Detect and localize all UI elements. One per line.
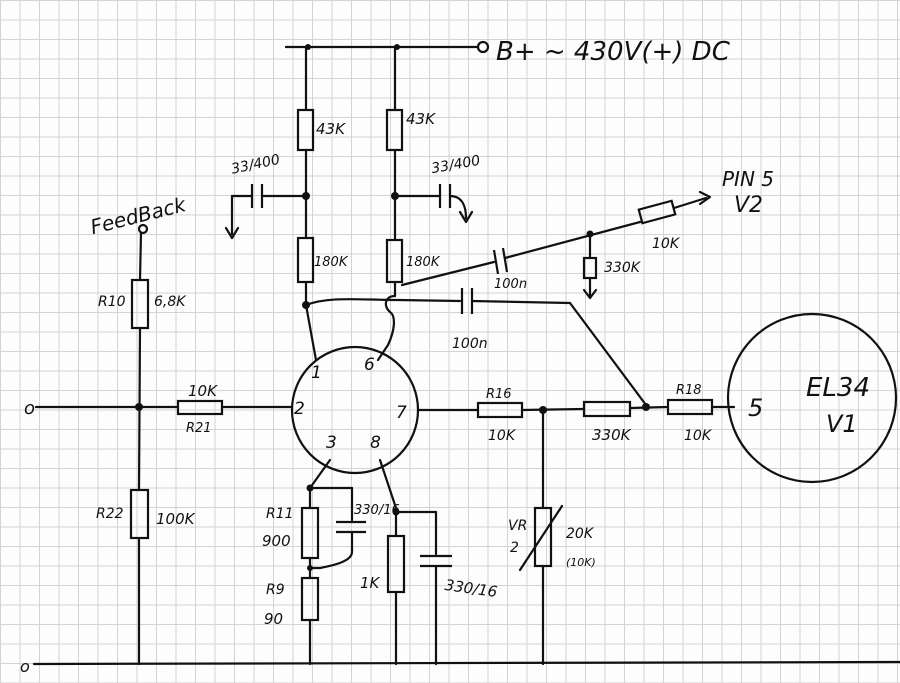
r21-resistor	[176, 399, 224, 416]
coupling-to-el34	[304, 288, 648, 407]
decoupling-cap-label-left: 33/400	[230, 152, 282, 178]
el34-pin: 5	[748, 394, 763, 422]
vr2-note: (10K)	[566, 556, 596, 569]
tube-pin-6: 6	[364, 355, 375, 375]
plate-load-label-right: 43K	[406, 110, 436, 128]
r18-value: 10K	[684, 428, 713, 444]
tube-pin-7: 7	[396, 403, 407, 423]
grid-resistor-label-right: 180K	[406, 255, 441, 270]
coupling-to-v2	[400, 190, 712, 300]
v2-pin-label: PIN 5	[722, 167, 774, 191]
el34-ref: V1	[826, 410, 858, 438]
feedback-network	[129, 223, 150, 666]
ground-rail	[32, 660, 900, 666]
v2-bias-label: 330K	[604, 260, 642, 276]
left-plate-branch	[224, 45, 318, 362]
r16-resistor	[476, 401, 524, 419]
coupling-cap-label-2: 100n	[452, 336, 488, 352]
r9-resistor	[300, 576, 320, 622]
right-plate-branch	[376, 45, 474, 362]
ground-terminal: o	[20, 657, 30, 676]
v2-tube-label: V2	[734, 193, 763, 218]
decoupling-cap-label-right: 33/400	[430, 153, 481, 177]
r11-ref: R11	[266, 506, 294, 522]
feedback-label: FeedBack	[88, 192, 190, 239]
r10-value: 6,8K	[154, 294, 187, 310]
input-line	[34, 399, 294, 416]
b-plus-label: B+ ~ 430V(+) DC	[496, 37, 731, 67]
coupling-cap-label-1: 100n	[494, 277, 527, 292]
r9-value: 90	[264, 610, 283, 628]
b-plus-rail	[284, 40, 490, 54]
cathode-resistor-label: 1K	[360, 574, 381, 592]
cathode-cap-label-right: 330/16	[444, 576, 499, 601]
tube-pin-8: 8	[370, 433, 381, 453]
el34-envelope	[726, 312, 898, 484]
vr2-ref: VR	[508, 518, 527, 534]
cathode-left	[300, 458, 366, 666]
cathode-cap-label-left: 330/16	[354, 503, 400, 518]
r18-ref: R18	[676, 383, 702, 398]
tube-pin-2: 2	[294, 399, 305, 419]
el34-tube-label: EL34	[806, 373, 870, 403]
tube-pin-1: 1	[311, 363, 322, 383]
vr2-potentiometer	[533, 506, 553, 568]
grid-output-chain	[416, 398, 736, 666]
r16-ref: R16	[486, 387, 512, 402]
r10-resistor	[130, 278, 150, 330]
input-terminal: o	[24, 398, 35, 419]
r21-value: 10K	[188, 382, 218, 400]
grid-resistor-label-left: 180K	[314, 255, 349, 270]
v2-series-resistor	[637, 199, 677, 225]
r330k-value: 330K	[592, 426, 632, 444]
cathode-right	[378, 458, 452, 666]
plate-load-resistor-right	[385, 108, 404, 152]
r11-resistor	[300, 506, 320, 560]
plate-load-label-left: 43K	[316, 120, 346, 138]
r22-resistor	[129, 488, 150, 540]
r330k-resistor	[582, 400, 632, 418]
r9-ref: R9	[266, 582, 285, 598]
r21-ref: R21	[186, 421, 212, 436]
r22-value: 100K	[156, 510, 196, 528]
plate-load-resistor-left	[296, 108, 315, 152]
v2-resistor-label: 10K	[652, 236, 681, 252]
grid-resistor-right	[385, 238, 404, 284]
grid-resistor-left	[296, 236, 315, 284]
cathode-resistor-right	[386, 534, 406, 594]
v2-bias-resistor	[582, 256, 598, 280]
vr2-value: 20K	[566, 526, 595, 542]
r22-ref: R22	[96, 506, 124, 522]
tube-pin-3: 3	[326, 433, 337, 453]
r11-value: 900	[262, 532, 291, 550]
vr2-index: 2	[510, 540, 519, 556]
r16-value: 10K	[488, 428, 517, 444]
r18-resistor	[666, 398, 714, 416]
r10-ref: R10	[98, 294, 126, 310]
